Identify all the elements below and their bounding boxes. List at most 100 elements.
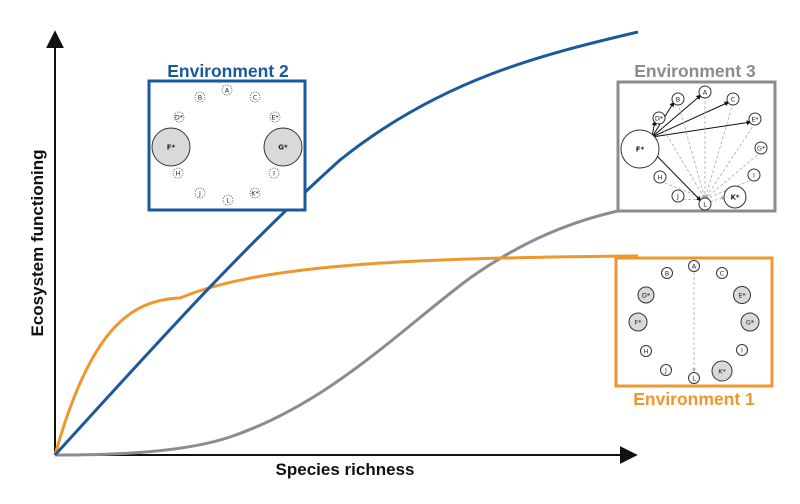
node-i: I [736,344,748,356]
x-axis-title: Species richness [276,460,415,479]
interaction-edge [704,102,734,200]
node-label: A [703,89,708,97]
node-label: A [692,263,697,271]
node-circle [249,187,261,199]
node-f-star: F* [628,312,648,332]
node-circle [151,127,191,167]
node-label: F* [167,144,176,152]
node-circle [726,92,740,106]
node-label: D* [655,115,664,123]
node-circle [221,84,233,96]
node-label: F* [635,319,643,327]
node-g-star: G* [263,127,303,167]
node-j: J [194,187,206,199]
node-label: L [703,201,707,209]
node-a: A [688,260,700,272]
interaction-edge [677,102,706,200]
node-circle [711,360,733,382]
node-label: G* [746,319,755,327]
environment-1-network: A B C H I J L D* E* F* G* K* [628,260,760,384]
node-circle [698,197,712,211]
node-label: E* [751,116,759,124]
node-circle [637,286,655,304]
node-circle [698,85,712,99]
node-d-star: D* [652,111,666,125]
node-label: H [658,174,663,182]
node-e-star: E* [269,111,281,123]
node-circle [736,344,748,356]
node-label: I [741,347,743,355]
node-circle [671,189,685,203]
node-label: G* [278,144,288,152]
node-label: J [198,190,201,198]
node-label: I [273,170,275,178]
node-label: H [176,170,181,178]
node-e-star: E* [733,286,751,304]
axes: Species richness Ecosystem functioning [28,30,638,479]
node-circle [653,170,667,184]
node-label: H [644,348,649,356]
node-circle [269,111,281,123]
node-i: I [747,168,761,182]
environment-2-title: Environment 2 [167,61,289,81]
curve-environment-2 [53,30,639,457]
node-j: J [660,364,672,376]
curves [53,30,639,457]
node-circle [628,312,648,332]
node-a: A [221,84,233,96]
node-label: B [198,94,202,102]
node-l: L [698,197,712,211]
node-circle [268,167,280,179]
node-circle [688,372,700,384]
node-circle [222,194,234,206]
node-label: B [665,270,669,278]
interaction-edge [655,154,702,202]
node-circle [249,91,261,103]
node-label: G* [757,145,766,153]
node-circle [688,260,700,272]
node-circle [263,127,303,167]
node-circle [652,111,666,125]
node-a: A [698,85,712,99]
node-l: L [688,372,700,384]
node-circle [671,92,685,106]
node-f-star: F* [151,127,191,167]
interaction-edge [651,120,752,138]
node-circle [723,185,747,209]
node-circle [173,111,185,123]
node-circle [661,267,673,279]
environment-3-title: Environment 3 [634,61,756,81]
node-circle [194,187,206,199]
node-label: L [692,375,696,383]
interaction-edge [659,180,706,200]
node-label: B [676,96,680,104]
node-label: J [664,367,667,375]
node-k-star: K* [723,185,747,209]
node-h: H [653,170,667,184]
node-b: B [671,92,685,106]
interaction-edge [704,151,762,200]
node-i: I [268,167,280,179]
node-circle [747,168,761,182]
node-label: C [731,96,736,104]
node-label: K* [251,190,259,198]
node-circle [748,112,762,126]
node-b: B [194,91,206,103]
node-circle [740,312,760,332]
node-circle [733,286,751,304]
node-k-star: K* [711,360,733,382]
node-circle [640,345,652,357]
node-b: B [661,267,673,279]
node-h: H [172,167,184,179]
y-axis-title: Ecosystem functioning [28,149,47,336]
node-c: C [716,267,728,279]
node-d-star: D* [637,286,655,304]
node-c: C [726,92,740,106]
node-label: E* [738,292,746,300]
node-label: C [720,270,725,278]
node-circle [172,167,184,179]
